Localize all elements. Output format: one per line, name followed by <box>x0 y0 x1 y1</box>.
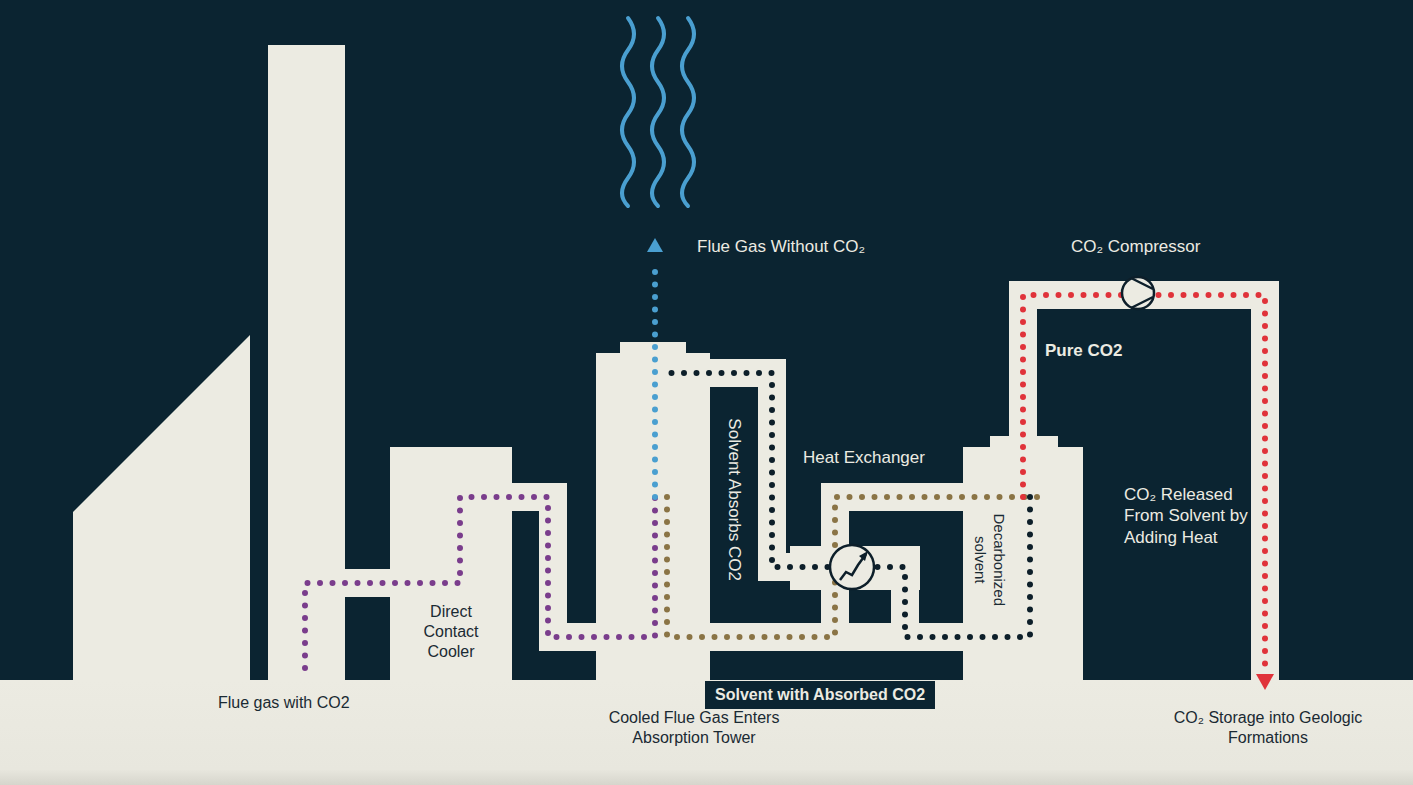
co2-arrowhead <box>1256 674 1274 690</box>
process-note: Cooled Flue Gas Enters Absorption Tower <box>569 708 819 748</box>
clean-gas-flow <box>652 262 658 497</box>
flows <box>305 262 1265 668</box>
compressor-symbol <box>1122 277 1154 309</box>
part-name: CO₂ Compressor <box>1071 236 1200 257</box>
absorption-tower <box>596 353 710 681</box>
co2-flow <box>1023 295 1265 668</box>
clean-gas-waves <box>622 18 694 206</box>
stream-label: Solvent Absorbs CO2 <box>723 400 744 600</box>
cooler-building <box>390 447 512 681</box>
ground <box>0 680 1413 785</box>
process-note: CO₂ Released From Solvent by Adding Heat <box>1124 484 1274 548</box>
buildings <box>73 45 1083 681</box>
clean-gas-arrowhead <box>647 238 663 252</box>
gas-label: Flue gas with CO2 <box>218 693 350 713</box>
stream-label: Pure CO2 <box>1045 340 1122 361</box>
process-note: CO₂ Storage into Geologic Formations <box>1168 708 1368 748</box>
stream-label: Decarbonized solvent <box>970 504 1008 616</box>
stream-label: Solvent with Absorbed CO2 <box>705 681 935 709</box>
rich-solvent-flow <box>667 497 1045 637</box>
lean-solvent-flow <box>667 373 1030 637</box>
cooler-box: Direct Contact Cooler <box>390 596 512 668</box>
flue-gas-flow <box>305 497 655 668</box>
part-name: Heat Exchanger <box>803 447 925 468</box>
gas-label: Flue Gas Without CO₂ <box>697 236 865 257</box>
box-text: Direct Contact Cooler <box>411 602 491 662</box>
left-building <box>73 335 250 681</box>
heat-exchanger-symbol <box>830 545 874 589</box>
